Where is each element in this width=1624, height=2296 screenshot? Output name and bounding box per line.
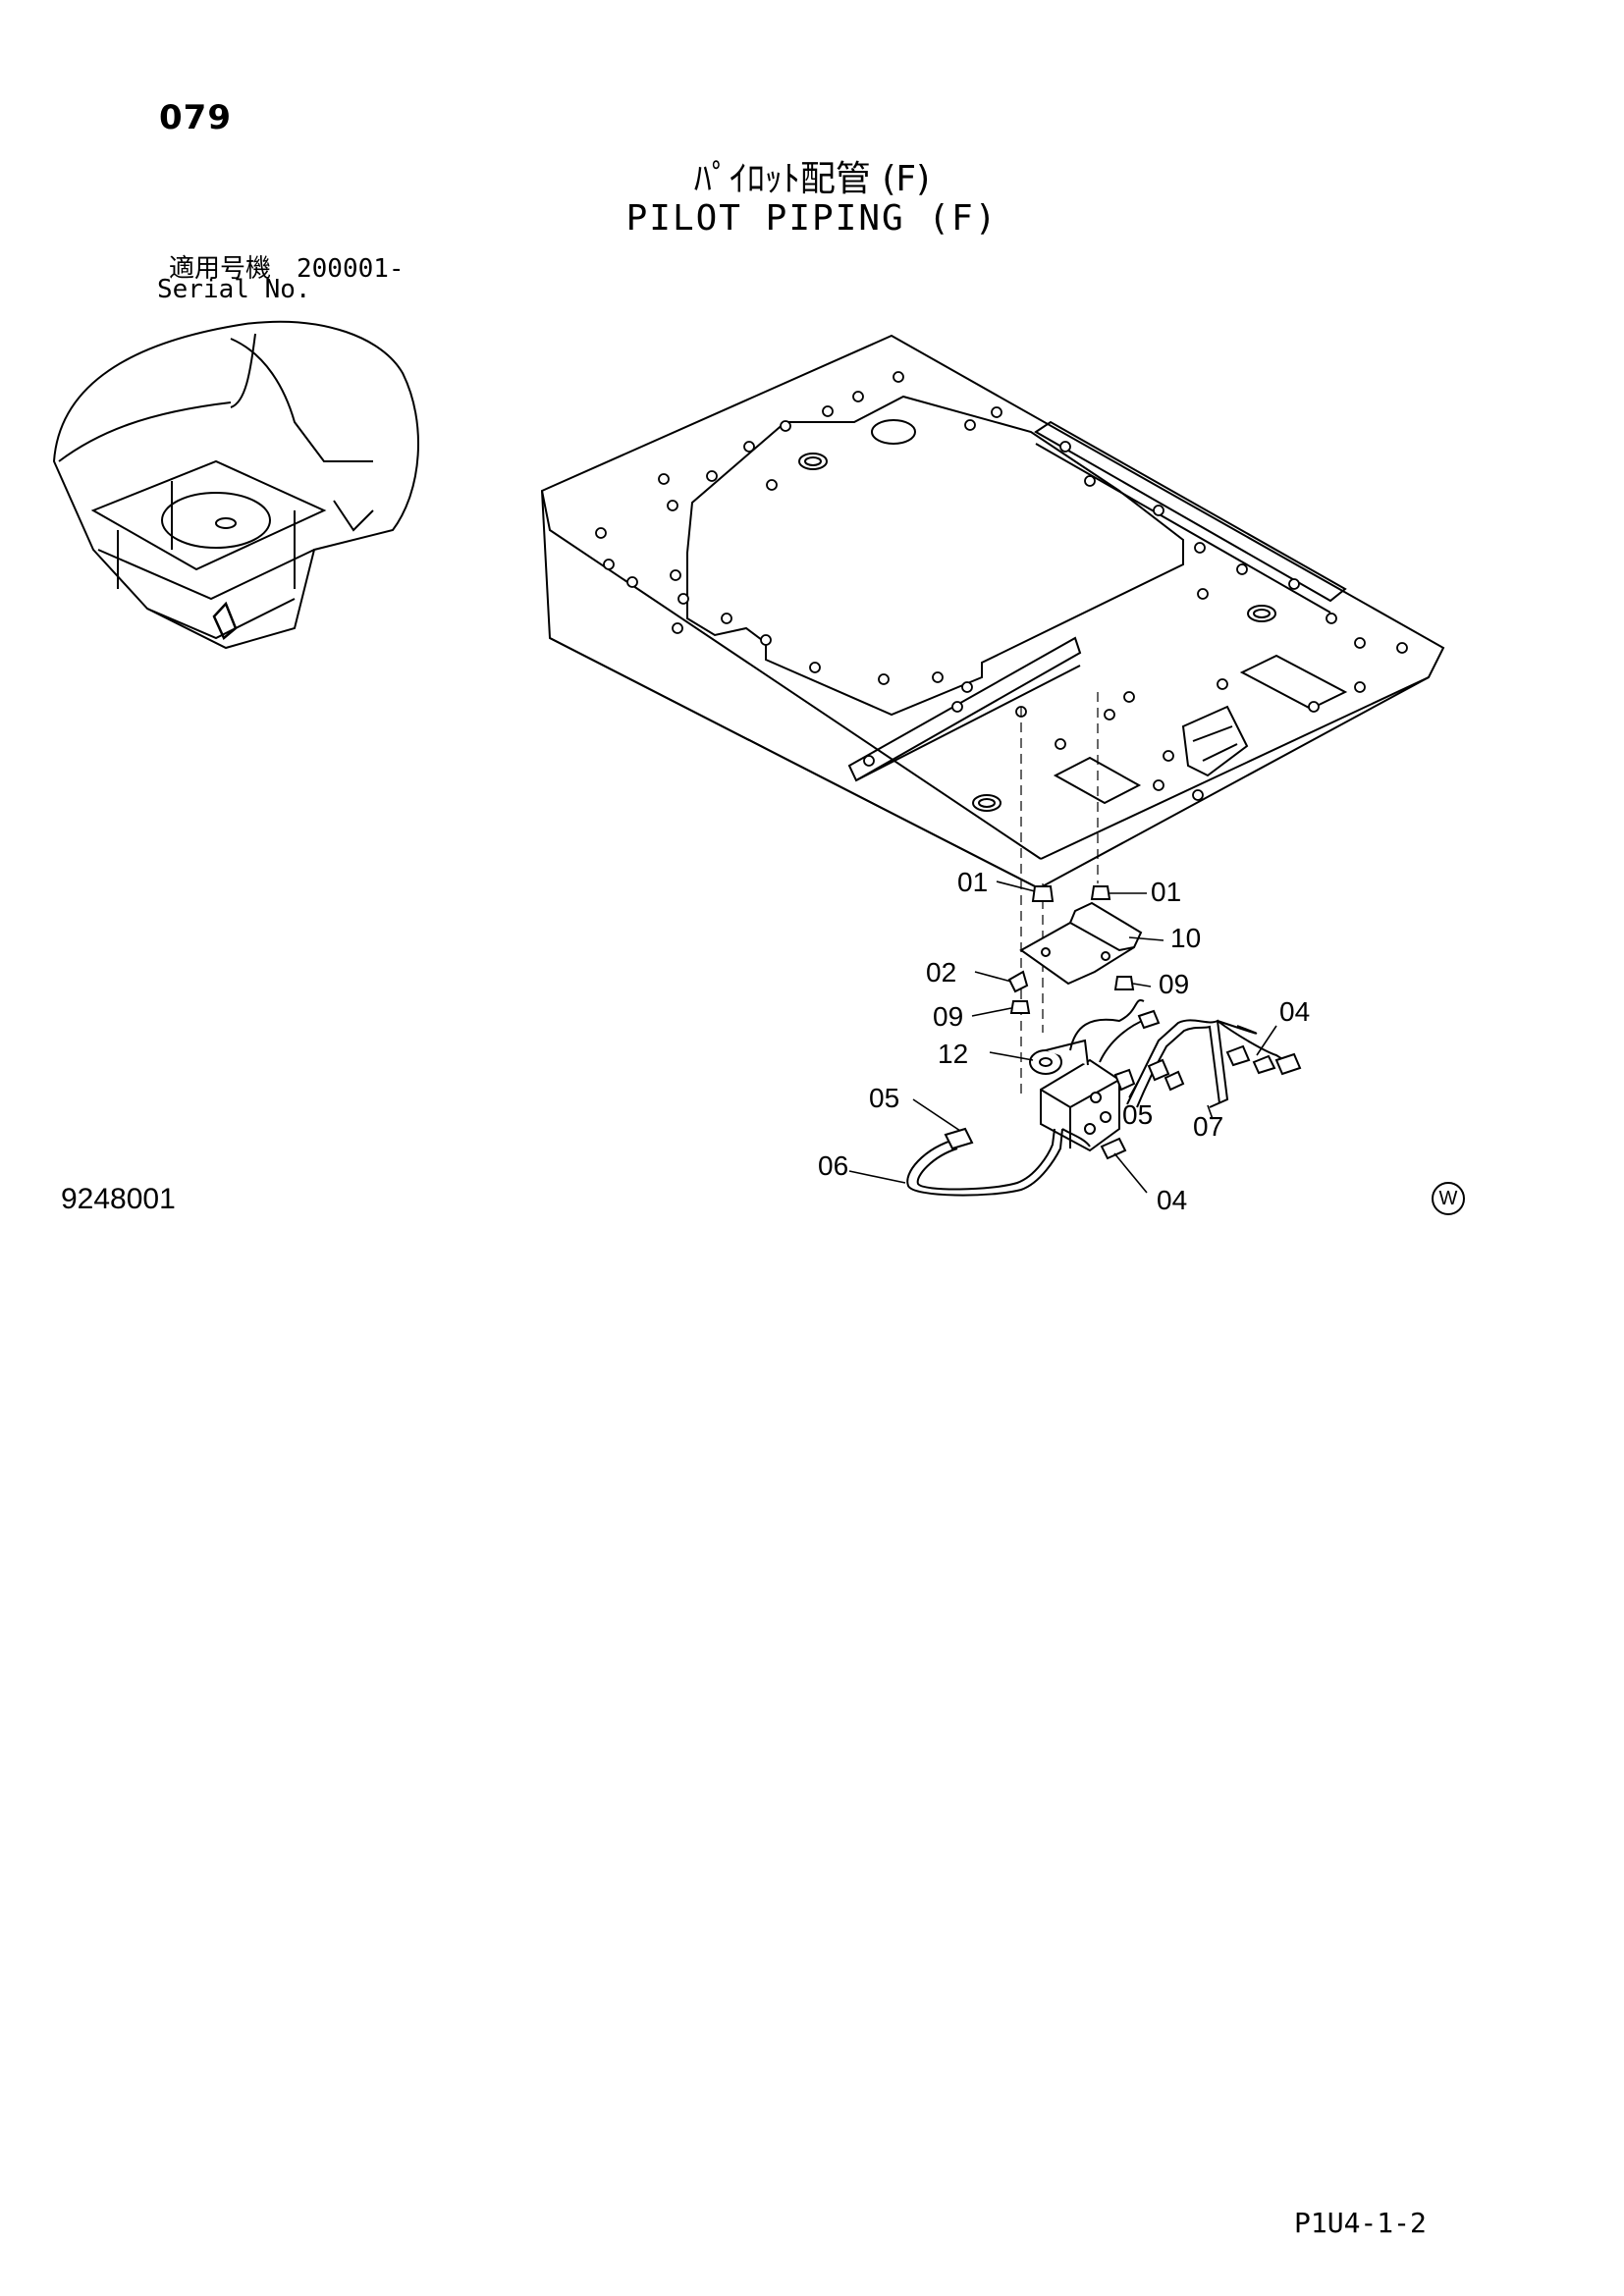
hose-06 <box>906 1128 1091 1197</box>
page-code: P1U4-1-2 <box>1294 2207 1427 2239</box>
solenoid-valve-12 <box>1029 1039 1120 1152</box>
callout-labels: 01 01 10 02 09 09 04 12 05 05 07 06 04 <box>818 867 1310 1215</box>
figure-number: 9248001 <box>61 1183 176 1215</box>
callout-label: 04 <box>1279 996 1310 1027</box>
title-japanese: ﾊﾟｲﾛｯﾄ配管 (F) <box>693 159 931 199</box>
callout-label: 01 <box>957 867 988 897</box>
key-map-machine <box>52 320 420 650</box>
clip-02-bolts-09 <box>1007 970 1135 1014</box>
callout-label: 02 <box>926 957 956 988</box>
callout-label: 09 <box>1159 969 1189 999</box>
assembly-centerlines <box>1020 692 1099 1097</box>
fittings-04-05 <box>944 1009 1302 1160</box>
callout-label: 05 <box>1122 1099 1153 1130</box>
floor-plate <box>540 334 1445 890</box>
callout-label: 10 <box>1170 923 1201 953</box>
callout-label: 07 <box>1193 1111 1223 1142</box>
bracket-10 <box>1019 901 1143 986</box>
callout-label: 06 <box>818 1150 848 1181</box>
watermark-w-mark: W <box>1432 1182 1465 1215</box>
page-number: 079 <box>159 98 232 137</box>
title-english: PILOT PIPING (F) <box>625 198 999 239</box>
callout-label: 12 <box>938 1039 968 1069</box>
leader-lines <box>848 881 1277 1194</box>
serial-label-english: Serial No. <box>157 275 311 304</box>
serial-label-japanese: 適用号機 200001- <box>169 254 405 284</box>
callout-label: 09 <box>933 1001 963 1032</box>
bolt-01 <box>1031 885 1111 902</box>
callout-label: 05 <box>869 1083 899 1113</box>
callout-label: 04 <box>1157 1185 1187 1215</box>
plate-bolts <box>595 371 1408 801</box>
callout-label: 01 <box>1151 877 1181 907</box>
